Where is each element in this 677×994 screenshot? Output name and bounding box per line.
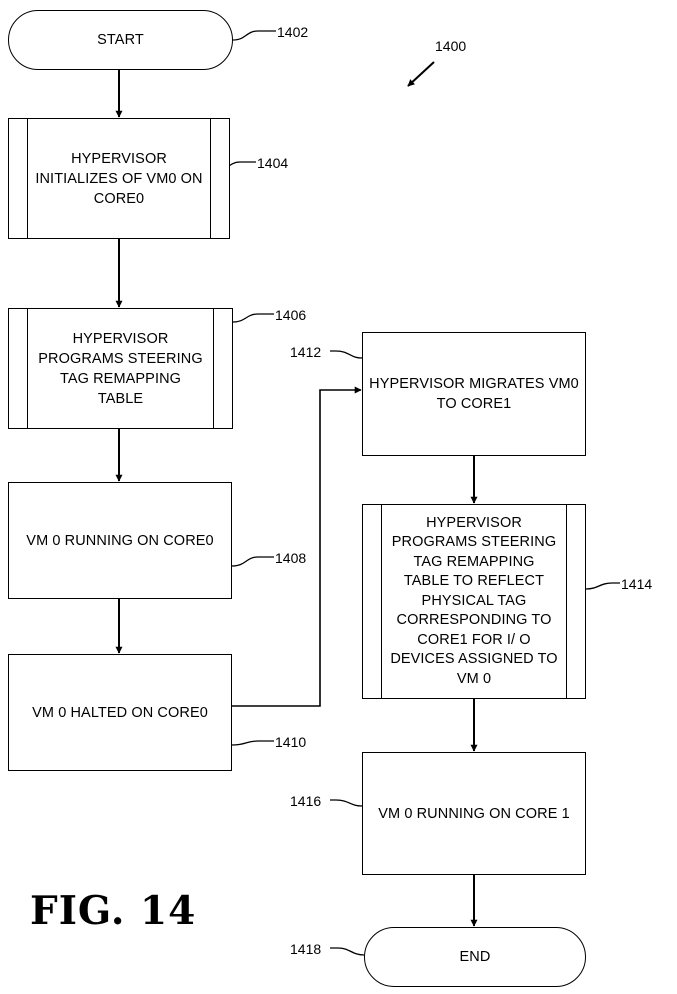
ref-1418: 1418 bbox=[290, 941, 322, 957]
leader-1418 bbox=[330, 947, 365, 956]
leader-1416 bbox=[330, 799, 363, 807]
leader-1414 bbox=[585, 582, 620, 590]
start-label: START bbox=[97, 32, 144, 48]
arrow-1410-to-1412 bbox=[232, 386, 362, 707]
step-1410-box: VM 0 HALTED ON CORE0 bbox=[8, 654, 232, 771]
ref-1416: 1416 bbox=[290, 793, 322, 809]
step-1416-label: VM 0 RUNNING ON CORE 1 bbox=[378, 805, 570, 822]
end-label: END bbox=[459, 949, 491, 965]
leader-1406 bbox=[232, 313, 274, 323]
step-1410-label: VM 0 HALTED ON CORE0 bbox=[32, 704, 208, 721]
step-1408-box: VM 0 RUNNING ON CORE0 bbox=[8, 482, 232, 599]
step-1404-box: HYPERVISOR INITIALIZES OF VM0 ON CORE0 bbox=[8, 118, 230, 239]
step-1406-box: HYPERVISOR PROGRAMS STEERING TAG REMAPPI… bbox=[8, 308, 233, 429]
step-1408-label: VM 0 RUNNING ON CORE0 bbox=[26, 532, 214, 549]
ref-1402: 1402 bbox=[277, 24, 309, 40]
ref-1412: 1412 bbox=[290, 344, 322, 360]
step-1416-box: VM 0 RUNNING ON CORE 1 bbox=[362, 752, 586, 875]
step-1404-label: HYPERVISOR INITIALIZES OF VM0 ON CORE0 bbox=[35, 150, 203, 207]
figure-pointer-1400 bbox=[407, 61, 435, 87]
ref-1400: 1400 bbox=[435, 38, 467, 54]
end-terminal: END bbox=[364, 927, 586, 987]
leader-1410 bbox=[231, 740, 274, 746]
leader-1408 bbox=[231, 556, 274, 567]
leader-1402 bbox=[232, 30, 276, 41]
leader-1412 bbox=[330, 350, 363, 359]
step-1414-label: HYPERVISOR PROGRAMS STEERING TAG REMAPPI… bbox=[390, 514, 558, 687]
ref-1410: 1410 bbox=[275, 734, 307, 750]
ref-1406: 1406 bbox=[275, 307, 307, 323]
ref-1404: 1404 bbox=[257, 155, 289, 171]
ref-1414: 1414 bbox=[621, 576, 653, 592]
step-1412-label: HYPERVISOR MIGRATES VM0 TO CORE1 bbox=[369, 376, 579, 412]
step-1412-box: HYPERVISOR MIGRATES VM0 TO CORE1 bbox=[362, 332, 586, 456]
step-1414-box: HYPERVISOR PROGRAMS STEERING TAG REMAPPI… bbox=[362, 504, 586, 699]
figure-label: FIG. 14 bbox=[30, 888, 197, 934]
step-1406-label: HYPERVISOR PROGRAMS STEERING TAG REMAPPI… bbox=[38, 330, 203, 407]
start-terminal: START bbox=[8, 10, 233, 70]
ref-1408: 1408 bbox=[275, 550, 307, 566]
